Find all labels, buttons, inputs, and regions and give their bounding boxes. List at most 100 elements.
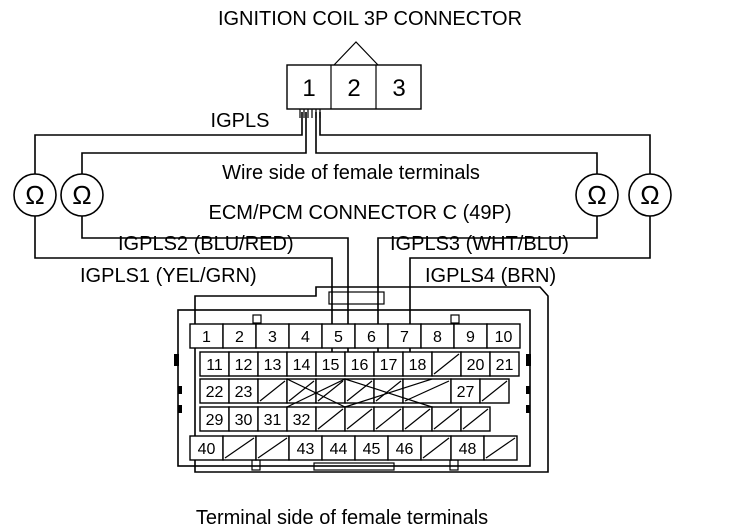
unused-terminal-slash [404,408,431,430]
terminal-side-label: Terminal side of female terminals [196,507,488,529]
ecm-terminal-number: 17 [380,357,398,374]
ecm-terminal-cell [189,323,224,349]
ecm-terminal-number: 23 [235,384,253,401]
ecm-terminal-number: 11 [206,357,223,374]
ecm-terminal-number: 4 [301,329,310,346]
ecm-terminal-cell [387,435,422,461]
ecm-terminal-cell [199,406,230,432]
coil-terminal-2: 2 [347,75,360,102]
svg-text:Ω: Ω [25,180,44,210]
ecm-terminal-cell [373,351,404,377]
ecm-terminal-number: 9 [466,329,475,346]
unused-terminal-slash [433,353,460,375]
ecm-terminal-number: 48 [459,441,477,458]
ecm-terminal-cell [199,378,230,404]
unused-terminal-slash [485,437,516,459]
ecm-terminal-cell [288,323,323,349]
svg-text:Ω: Ω [640,180,659,210]
ecm-terminal-cell [344,351,375,377]
ecm-terminal-number: 5 [334,329,343,346]
igpls4-label: IGPLS4 (BRN) [425,265,556,287]
svg-text:Ω: Ω [72,180,91,210]
ecm-terminal-cell [257,406,288,432]
ecm-terminal-cell [321,435,356,461]
ohmmeter-icon: Ω [13,173,57,217]
ecm-terminal-number: 13 [264,357,282,374]
wire-side-label: Wire side of female terminals [222,162,480,184]
ecm-terminal-number: 27 [457,384,475,401]
igpls3-label: IGPLS3 (WHT/BLU) [390,233,569,255]
ecm-terminal-number: 43 [297,441,315,458]
svg-text:Ω: Ω [587,180,606,210]
igpls2-label: IGPLS2 (BLU/RED) [118,233,294,255]
blocked-area-cross [286,378,346,408]
ecm-terminal-cell [228,406,259,432]
ecm-terminal-number: 21 [496,357,514,374]
ecm-terminal-number: 16 [351,357,369,374]
ohmmeter-icon: Ω [575,173,619,217]
ecm-terminal-number: 12 [235,357,253,374]
ecm-terminal-number: 22 [206,384,224,401]
probe-ticks [299,109,321,118]
ecm-terminal-number: 32 [293,412,311,429]
ecm-terminal-cell [460,351,491,377]
unused-terminal-slash [481,380,508,402]
coil-terminal-3: 3 [392,75,405,102]
ecm-terminal-cell [450,435,485,461]
ecm-terminal-number: 46 [396,441,414,458]
unused-terminal-slash [462,408,489,430]
ecm-terminal-number: 45 [363,441,381,458]
ecm-terminal-number: 8 [433,329,442,346]
ecm-terminal-number: 2 [235,329,244,346]
ecm-terminal-cell [321,323,356,349]
ecm-terminal-cell [288,435,323,461]
unused-terminal-slash [346,380,373,402]
ecm-terminal-number: 20 [467,357,485,374]
ecm-terminal-number: 10 [495,329,513,346]
ecm-terminal-number: 15 [322,357,340,374]
unused-terminal-slash [317,408,344,430]
ecm-connector-label: ECM/PCM CONNECTOR C (49P) [209,202,512,224]
ecm-terminal-cell [450,378,481,404]
diagram-title: IGNITION COIL 3P CONNECTOR [218,8,522,30]
ecm-terminal-number: 44 [330,441,348,458]
ecm-terminal-cell [489,351,520,377]
blocked-area-cross [344,378,433,408]
unused-terminal-slash [346,408,373,430]
ecm-terminal-number: 1 [202,329,211,346]
ecm-terminal-number: 14 [293,357,311,374]
unused-terminal-slash [257,437,288,459]
ecm-terminal-number: 18 [409,357,427,374]
ecm-terminal-cell [486,323,521,349]
ohmmeter-icon: Ω [628,173,672,217]
unused-terminal-slash [422,437,450,459]
ecm-terminal-number: 29 [206,412,224,429]
unused-terminal-slash [224,437,255,459]
unused-terminal-slash [375,380,402,402]
ecm-terminal-number: 30 [235,412,253,429]
ecm-terminal-number: 40 [198,441,216,458]
unused-terminal-slash [404,380,450,402]
ecm-terminal-number: 6 [367,329,376,346]
unused-terminal-slash [259,380,286,402]
ecm-terminal-cell [286,406,317,432]
ecm-terminal-cell [189,435,224,461]
ecm-terminal-cell [228,351,259,377]
unused-terminal-slash [375,408,402,430]
ecm-terminal-cell [255,323,290,349]
ecm-terminal-number: 3 [268,329,277,346]
unused-terminal-slash [433,408,460,430]
ecm-terminal-cell [387,323,422,349]
unused-terminal-slash [288,380,315,402]
test-leads [34,112,651,355]
unused-terminal-slash [317,380,344,402]
igpls1-label: IGPLS1 (YEL/GRN) [80,265,257,287]
ecm-terminal-number: 7 [400,329,409,346]
ohmmeter-icon: Ω [60,173,104,217]
igpls-label: IGPLS [211,110,270,132]
ecm-terminal-number: 31 [264,412,282,429]
coil-terminal-1: 1 [302,75,315,102]
